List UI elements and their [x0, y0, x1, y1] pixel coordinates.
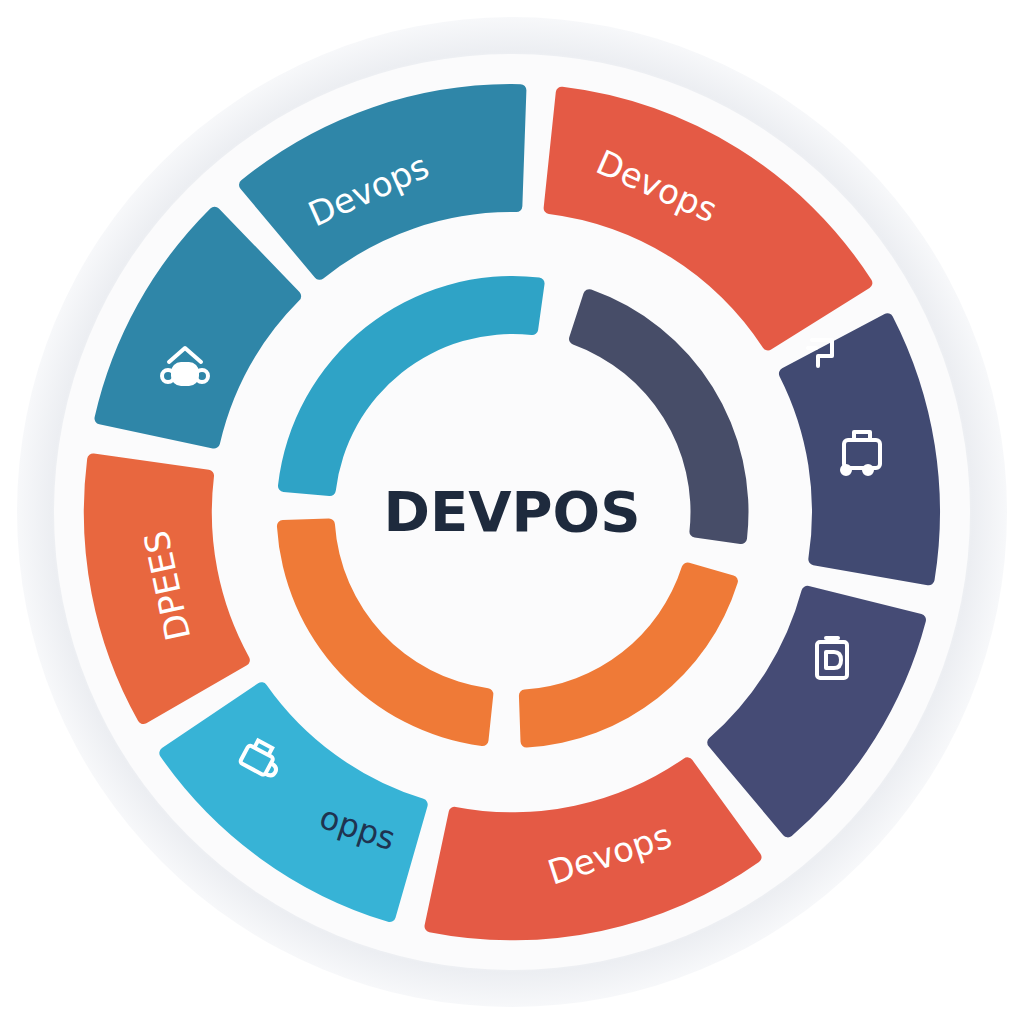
- segment-fill: [424, 757, 761, 940]
- ring-segment: [707, 586, 926, 838]
- ring-segment: opps: [311, 806, 404, 851]
- ring-arc: [518, 562, 737, 747]
- segment-fill: [239, 84, 526, 280]
- ring-segment: Devops: [539, 831, 682, 878]
- ring-segment: [95, 207, 302, 449]
- ring-segment: [779, 313, 940, 585]
- center-circle: DEVPOS: [376, 476, 649, 548]
- ring-arc: [277, 276, 544, 496]
- lock-icon: [240, 738, 285, 780]
- ring-segment: DPEES: [104, 562, 231, 609]
- clipboard-icon: [817, 638, 847, 678]
- ring-segment: Devops: [585, 163, 728, 210]
- segment-icons: [162, 340, 880, 678]
- segment-fill: [160, 682, 428, 922]
- segment-fill: [84, 453, 250, 724]
- ring-segment: Devops: [297, 167, 440, 214]
- robot-icon: [162, 348, 208, 384]
- ring-arc: [276, 518, 492, 746]
- inner-disc: [54, 54, 970, 970]
- outer-halo: [17, 17, 1007, 1007]
- bag-icon: [842, 432, 880, 474]
- center-label: DEVPOS: [383, 480, 640, 544]
- tool-icon: [808, 340, 832, 366]
